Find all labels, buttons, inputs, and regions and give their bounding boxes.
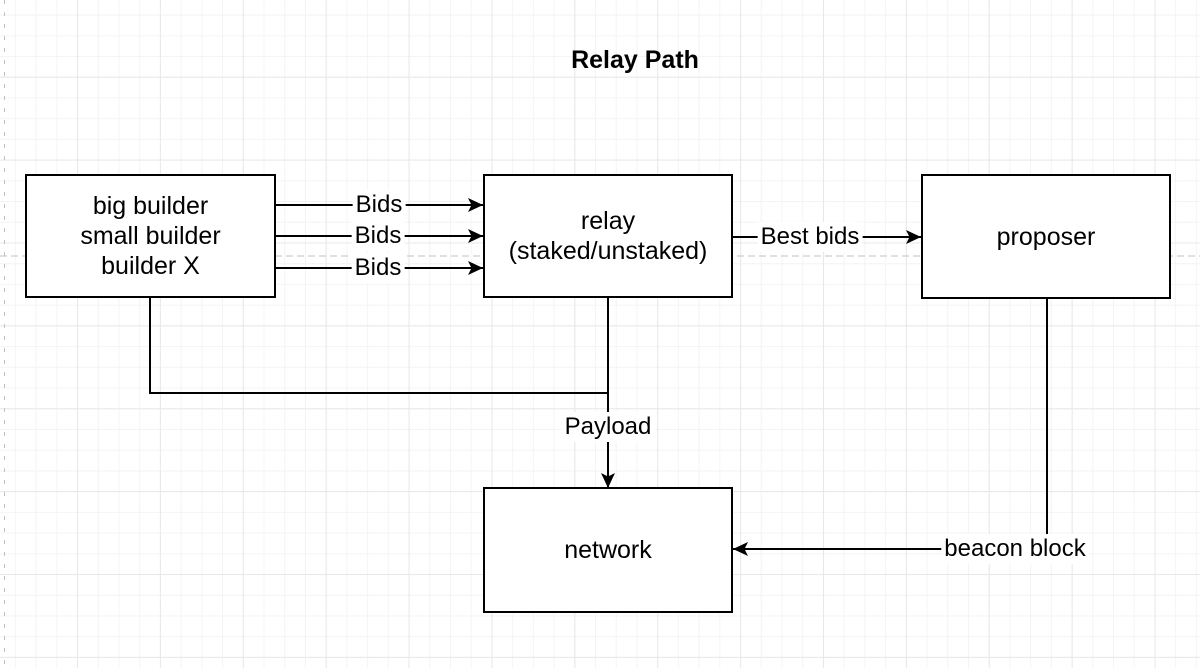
node-proposer-line-1: proposer — [996, 222, 1096, 251]
node-relay-line-1: relay — [580, 207, 636, 235]
node-builders[interactable]: big builder small builder builder X — [25, 174, 276, 298]
node-relay[interactable]: relay (staked/unstaked) — [483, 174, 733, 298]
node-network[interactable]: network — [483, 487, 733, 613]
node-proposer[interactable]: proposer — [921, 174, 1171, 299]
diagram-title[interactable]: Relay Path — [571, 46, 699, 74]
node-builders-line-2: small builder — [80, 222, 221, 250]
edge-label-beacon-block[interactable]: beacon block — [941, 534, 1089, 564]
node-builders-line-1: big builder — [92, 192, 209, 220]
edge-label-best-bids[interactable]: Best bids — [757, 222, 863, 252]
node-builders-line-3: builder X — [101, 252, 200, 280]
node-network-line-1: network — [564, 536, 652, 564]
edge-label-bids-1[interactable]: Bids — [352, 190, 406, 220]
edge-beacon-block[interactable] — [733, 299, 1048, 556]
edge-builders-to-payload[interactable] — [149, 298, 608, 394]
node-relay-line-2: (staked/unstaked) — [508, 237, 708, 265]
edge-label-payload[interactable]: Payload — [561, 412, 655, 442]
edge-label-bids-2[interactable]: Bids — [351, 221, 405, 251]
edge-label-bids-3[interactable]: Bids — [351, 253, 405, 283]
